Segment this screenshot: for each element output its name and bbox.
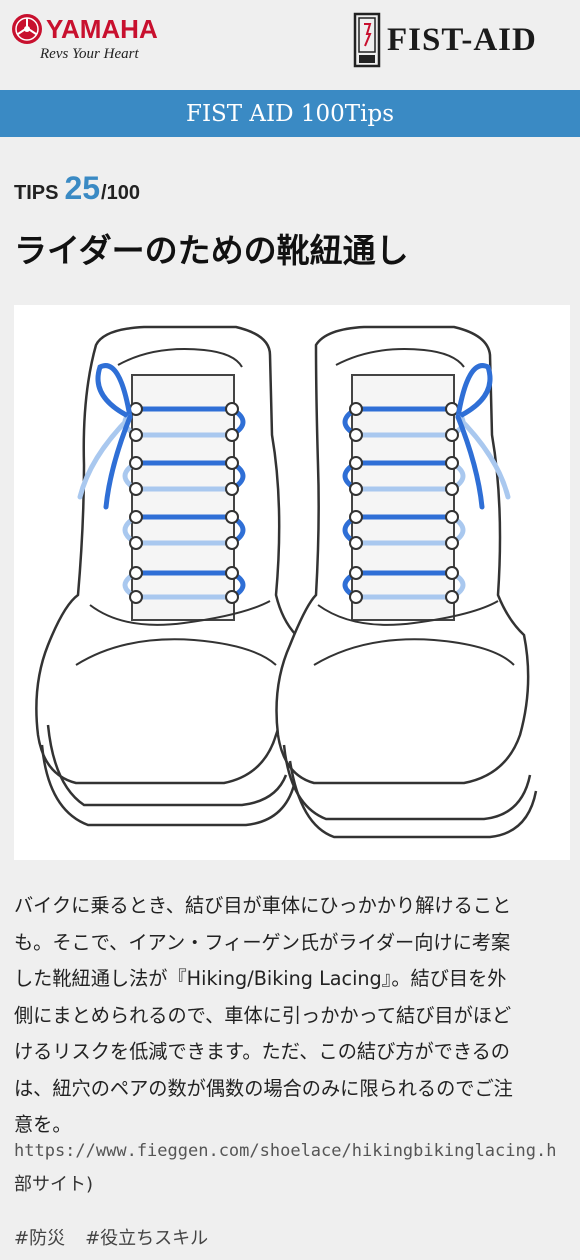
eyelet <box>445 590 459 604</box>
right-boot <box>275 325 538 839</box>
eyelet <box>129 590 143 604</box>
eyelet <box>445 536 459 550</box>
article-title: ライダーのための靴紐通し <box>14 231 409 270</box>
fist-aid-mark-icon <box>353 12 381 68</box>
eyelet <box>225 482 239 496</box>
article-line: けるリスクを低減できます。ただ、この結び方ができるの <box>14 1040 510 1063</box>
source-url-link[interactable]: https://www.fieggen.com/shoelace/hikingb… <box>14 1141 557 1161</box>
tips-total: /100 <box>101 182 140 204</box>
tag-link[interactable]: #防災 <box>14 1228 66 1249</box>
article-line: 側にまとめられるので、車体に引っかかって結び目がほど <box>14 1003 512 1027</box>
eyelet <box>349 428 363 442</box>
eyelet <box>225 456 239 470</box>
lace-end <box>103 414 133 510</box>
lace-end <box>455 414 485 510</box>
article-body: バイクに乗るとき、結び目が車体にひっかかり解けること も。そこで、イアン・フィー… <box>14 888 570 1144</box>
eyelet <box>225 402 239 416</box>
tag-link[interactable]: #役立ちスキル <box>85 1228 209 1249</box>
eyelet <box>349 536 363 550</box>
eyelet <box>445 510 459 524</box>
yamaha-wordmark: YAMAHA <box>46 14 158 44</box>
boots-lacing-illustration <box>14 305 570 860</box>
article-line: バイクに乗るとき、結び目が車体にひっかかり解けること <box>14 894 512 917</box>
eyelet <box>225 536 239 550</box>
eyelet <box>129 566 143 580</box>
lace-end <box>455 414 511 500</box>
tips-label: TIPS <box>14 182 59 204</box>
eyelet <box>445 482 459 496</box>
eyelet <box>225 510 239 524</box>
lace-end <box>77 414 133 500</box>
fist-aid-wordmark: FIST-AID <box>387 22 537 58</box>
eyelet <box>349 482 363 496</box>
article-line: した靴紐通し法が『Hiking/Biking Lacing』。結び目を外 <box>14 967 507 990</box>
eyelet <box>225 428 239 442</box>
tips-number: 25 <box>64 170 101 206</box>
eyelet <box>349 456 363 470</box>
lace-bow <box>95 363 133 420</box>
article-line: も。そこで、イアン・フィーゲン氏がライダー向けに考案 <box>14 930 511 954</box>
eyelet <box>445 456 459 470</box>
fist-aid-logo[interactable]: FIST-AID <box>353 12 568 72</box>
eyelet <box>445 428 459 442</box>
source-caption: 部サイト) <box>14 1174 94 1195</box>
eyelet <box>129 482 143 496</box>
left-boot <box>35 325 298 827</box>
eyelet <box>225 566 239 580</box>
eyelet <box>349 510 363 524</box>
tips-banner: FIST AID 100Tips <box>0 90 580 137</box>
eyelet <box>129 510 143 524</box>
tag-list: #防災 #役立ちスキル <box>14 1224 208 1250</box>
eyelet <box>445 566 459 580</box>
article-line: は、紐穴のペアの数が偶数の場合のみに限られるのでご注 <box>14 1076 513 1100</box>
article-line: 意を。 <box>14 1113 72 1136</box>
tuning-fork-emblem-icon <box>12 14 42 44</box>
eyelet <box>225 590 239 604</box>
boots-svg <box>35 325 538 839</box>
eyelet <box>129 428 143 442</box>
yamaha-logo[interactable]: YAMAHA Revs Your Heart <box>10 12 180 72</box>
header: YAMAHA Revs Your Heart FIST-AID <box>0 0 580 90</box>
eyelet <box>349 590 363 604</box>
yamaha-tagline: Revs Your Heart <box>40 46 139 62</box>
eyelet <box>129 536 143 550</box>
eyelet <box>349 566 363 580</box>
eyelet <box>129 456 143 470</box>
shoelaces <box>77 363 511 604</box>
lace-bow <box>455 363 493 420</box>
eyelet <box>349 402 363 416</box>
